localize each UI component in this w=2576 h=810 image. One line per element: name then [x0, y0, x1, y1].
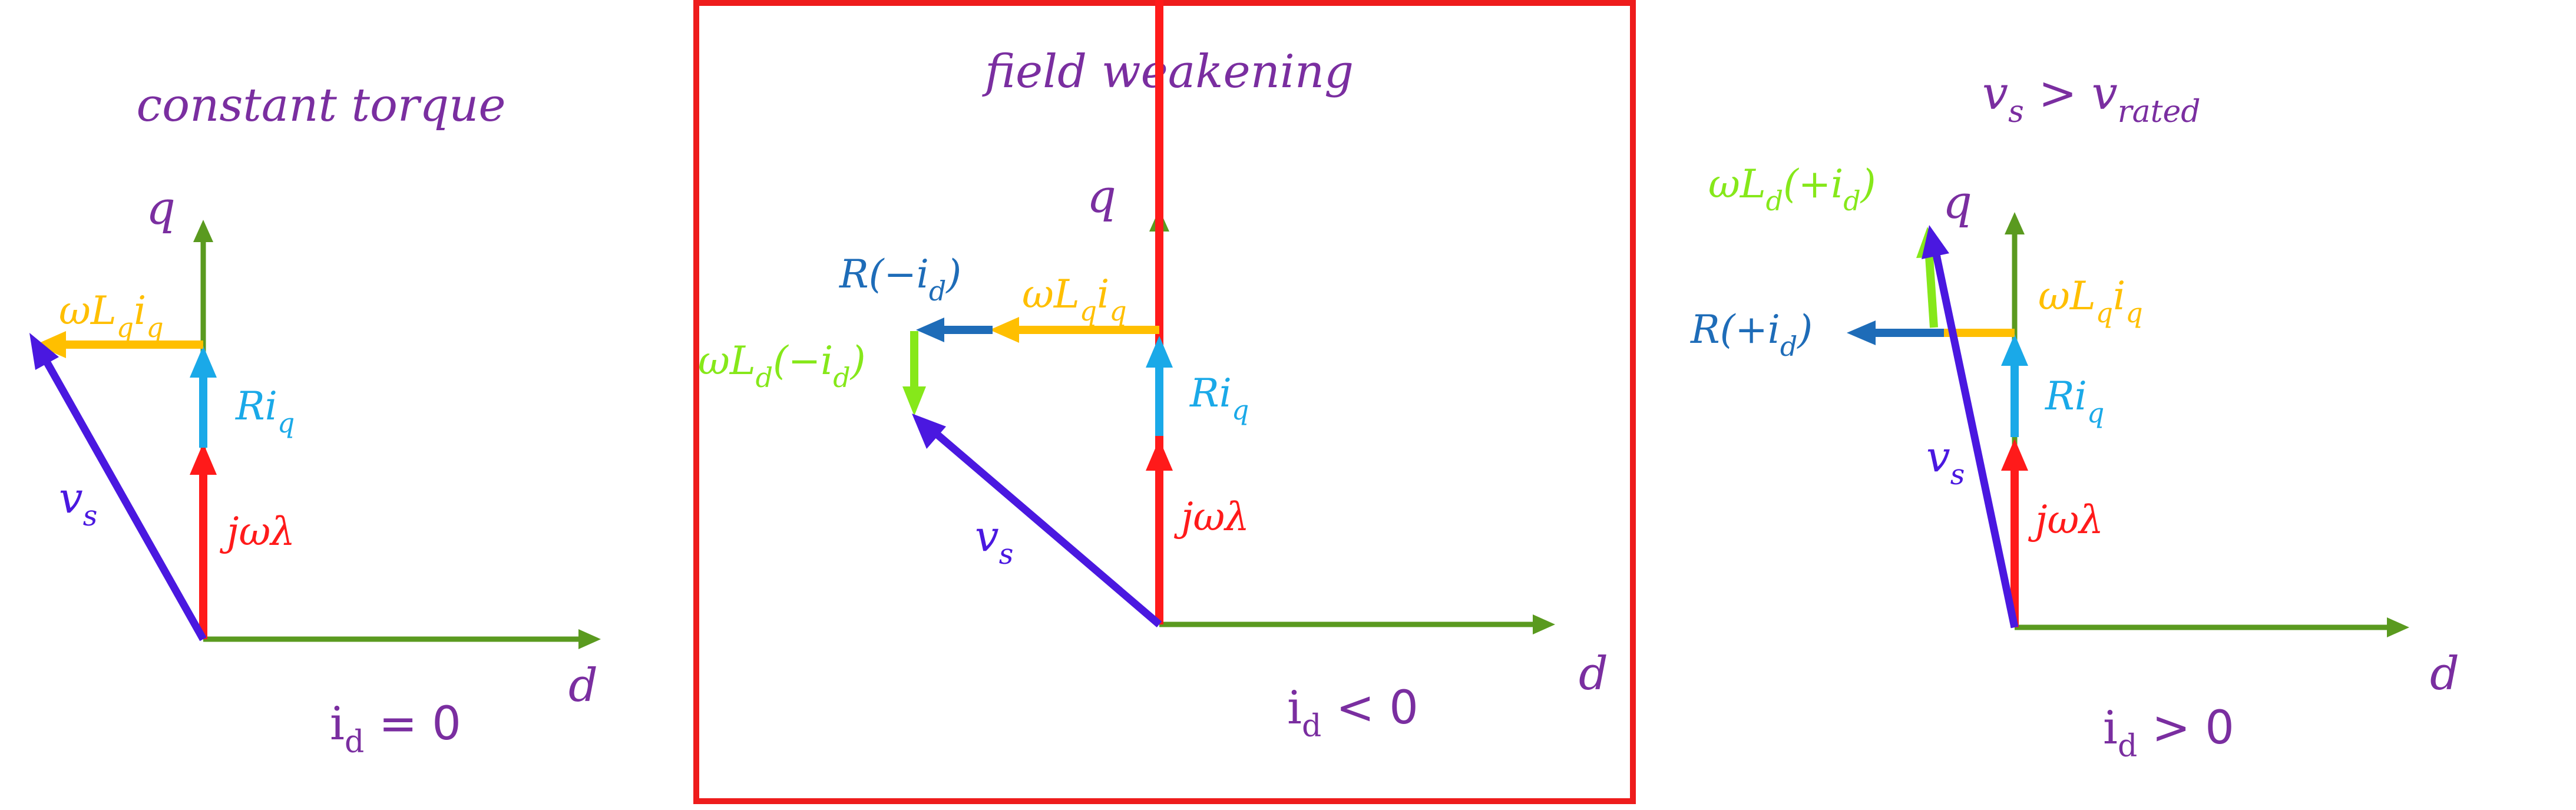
- vs-label: vs: [975, 511, 1013, 571]
- d-axis: [2015, 617, 2409, 637]
- vs-vector: [1922, 225, 2019, 629]
- q-axis-label: q: [1943, 176, 1972, 229]
- wlqiq-label: ωLqiq: [1022, 272, 1127, 327]
- wldid-vector: [902, 331, 926, 416]
- condition-label: id > 0: [2103, 702, 2234, 764]
- d-axis: [1159, 614, 1555, 634]
- highlight-frame: [693, 0, 1636, 804]
- riq-vector: [190, 346, 217, 448]
- back-emf-label: jωλ: [2028, 497, 2104, 543]
- rid-label: R(+id): [1690, 307, 1813, 362]
- rid-vector: [916, 318, 993, 342]
- q-axis-label: q: [146, 182, 176, 235]
- panel-constant-torque: constant torque q d jωλ Riq ωLqiq: [29, 79, 601, 760]
- vs-vector: [29, 333, 207, 642]
- vs-label: vs: [1926, 432, 1965, 491]
- back-emf-vector: [1146, 0, 1173, 624]
- wlqiq-vector: [35, 331, 203, 358]
- back-emf-label: jωλ: [219, 509, 295, 554]
- condition-label: id < 0: [1287, 682, 1418, 744]
- riq-label: Riq: [2045, 373, 2104, 429]
- d-axis: [203, 629, 601, 649]
- back-emf-vector: [2001, 439, 2028, 627]
- rid-vector: [1847, 320, 1944, 345]
- panel-field-weakening: field weakening q d jωλ Riq ω: [693, 0, 1636, 804]
- riq-label: Riq: [235, 383, 295, 439]
- vs-vector: [912, 414, 1162, 627]
- panel-title: constant torque: [136, 79, 505, 132]
- riq-label: Riq: [1189, 371, 1249, 426]
- panel-title: vs > vrated: [1982, 67, 2201, 130]
- panel-title: field weakening: [982, 45, 1354, 98]
- wlqiq-label: ωLqiq: [2038, 273, 2143, 329]
- d-axis-label: d: [1579, 647, 1608, 700]
- wldid-label: ωLd(+id): [1708, 161, 1876, 217]
- wlqiq-vector: [990, 317, 1159, 343]
- back-emf-label: jωλ: [1173, 494, 1249, 540]
- wldid-label: ωLd(−id): [698, 338, 865, 394]
- rid-label: R(−id): [839, 252, 961, 307]
- q-axis-label: q: [1087, 170, 1116, 223]
- riq-vector: [2001, 334, 2028, 437]
- vs-label: vs: [59, 473, 97, 533]
- d-axis-label: d: [2430, 647, 2459, 700]
- condition-label: id = 0: [330, 697, 461, 760]
- riq-vector: [1146, 336, 1173, 436]
- wlqiq-label: ωLqiq: [59, 288, 164, 343]
- back-emf-vector: [190, 443, 217, 639]
- panel-over-rated: vs > vrated q d jωλ Riq ωLqiq: [1690, 67, 2459, 764]
- d-axis-label: d: [568, 659, 598, 712]
